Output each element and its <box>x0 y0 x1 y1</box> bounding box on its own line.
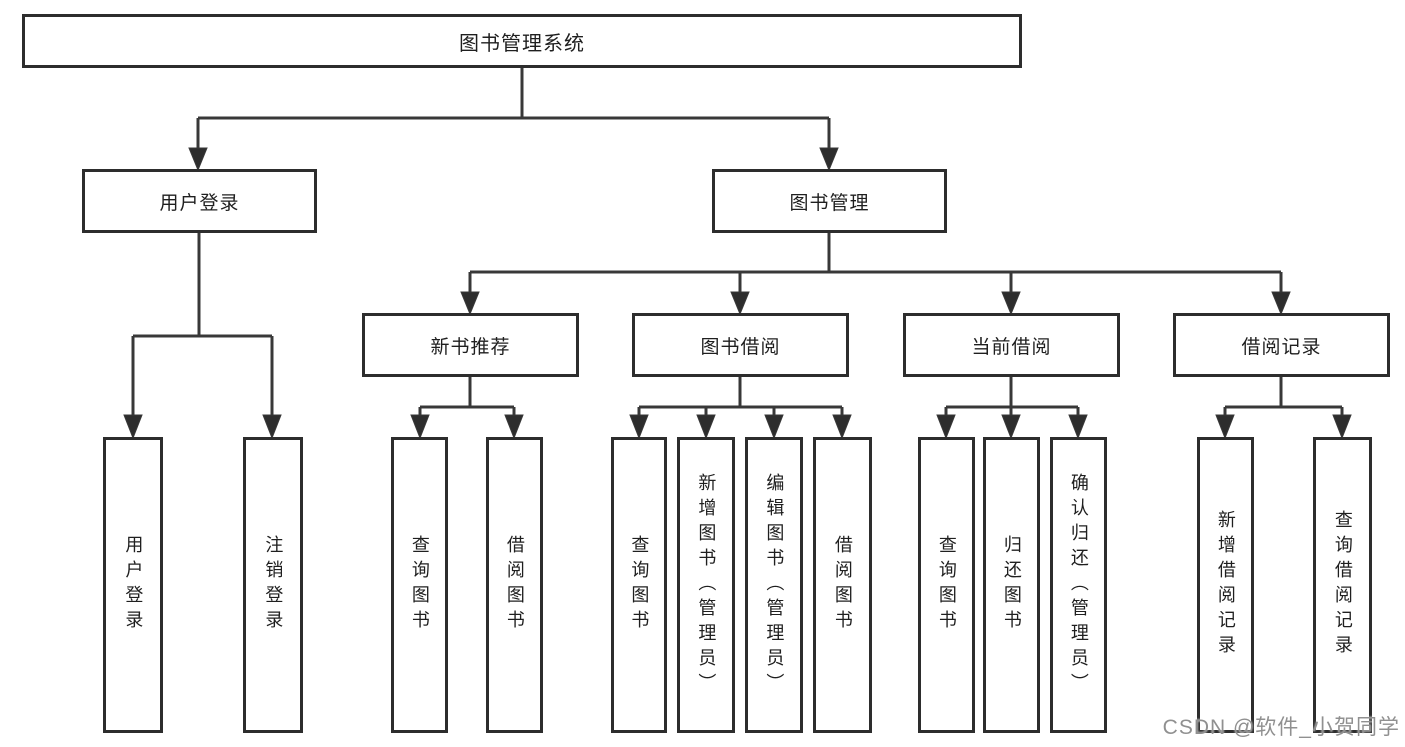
leaf-current-query: 查询图书 <box>918 437 975 733</box>
node-user-login-label: 用户登录 <box>159 192 240 214</box>
connector-records-to-children <box>1223 377 1344 419</box>
arrowhead <box>123 414 143 440</box>
leaf-current-return-label: 归还图书 <box>1001 535 1022 635</box>
leaf-newbooks-query: 查询图书 <box>391 437 448 733</box>
arrowhead <box>504 414 524 440</box>
leaf-logout: 注销登录 <box>243 437 303 733</box>
leaf-records-query-label: 查询借阅记录 <box>1332 510 1353 660</box>
node-root-label: 图书管理系统 <box>459 32 585 55</box>
leaf-logout-label: 注销登录 <box>263 535 284 635</box>
connector-bookmgmt-to-level3 <box>468 233 1283 295</box>
connector-borrow-to-children <box>637 377 844 419</box>
leaf-current-return: 归还图书 <box>983 437 1040 733</box>
arrowhead <box>262 414 282 440</box>
leaf-records-add: 新增借阅记录 <box>1197 437 1254 733</box>
leaf-current-query-label: 查询图书 <box>936 535 957 635</box>
node-book-management-label: 图书管理 <box>789 192 870 214</box>
leaf-user-login-label: 用户登录 <box>123 535 144 635</box>
connector-newbooks-to-children <box>418 377 516 419</box>
arrowhead <box>819 147 839 172</box>
arrowhead <box>832 414 852 440</box>
leaf-borrow-query: 查询图书 <box>611 437 667 733</box>
node-borrow-records-label: 借阅记录 <box>1241 336 1322 358</box>
leaf-borrow-borrow-book: 借阅图书 <box>813 437 872 733</box>
arrowhead <box>1271 291 1291 316</box>
leaf-borrow-borrow-book-label: 借阅图书 <box>832 535 853 635</box>
arrowhead <box>936 414 956 440</box>
arrowheads <box>123 147 1352 440</box>
leaf-records-query: 查询借阅记录 <box>1313 437 1372 733</box>
watermark: CSDN @软件_小贺同学 <box>1162 716 1400 739</box>
node-book-borrow: 图书借阅 <box>632 313 849 377</box>
node-new-book-recommend-label: 新书推荐 <box>430 336 511 358</box>
leaf-borrow-edit-book-label: 编辑图书（管理员） <box>764 472 785 698</box>
arrowhead <box>1068 414 1088 440</box>
leaf-borrow-edit-book: 编辑图书（管理员） <box>745 437 803 733</box>
arrowhead <box>1001 414 1021 440</box>
leaf-user-login: 用户登录 <box>103 437 163 733</box>
arrowhead <box>460 291 480 316</box>
connector-userlogin-to-children <box>131 233 274 418</box>
node-root: 图书管理系统 <box>22 14 1022 68</box>
node-current-borrow-label: 当前借阅 <box>971 336 1052 358</box>
node-book-management: 图书管理 <box>712 169 947 233</box>
node-borrow-records: 借阅记录 <box>1173 313 1390 377</box>
leaf-borrow-query-label: 查询图书 <box>629 535 650 635</box>
leaf-borrow-add-book-label: 新增图书（管理员） <box>696 472 717 698</box>
arrowhead <box>764 414 784 440</box>
leaf-current-confirm-return: 确认归还（管理员） <box>1050 437 1107 733</box>
arrowhead <box>1332 414 1352 440</box>
connector-root-to-level2 <box>196 68 831 150</box>
arrowhead <box>1001 291 1021 316</box>
arrowhead <box>1215 414 1235 440</box>
node-user-login: 用户登录 <box>82 169 317 233</box>
leaf-newbooks-query-label: 查询图书 <box>409 535 430 635</box>
node-book-borrow-label: 图书借阅 <box>700 336 781 358</box>
leaf-newbooks-borrow-label: 借阅图书 <box>504 535 525 635</box>
node-new-book-recommend: 新书推荐 <box>362 313 579 377</box>
arrowhead <box>188 147 208 172</box>
leaf-current-confirm-return-label: 确认归还（管理员） <box>1068 472 1089 698</box>
arrowhead <box>696 414 716 440</box>
arrowhead <box>730 291 750 316</box>
node-current-borrow: 当前借阅 <box>903 313 1120 377</box>
leaf-borrow-add-book: 新增图书（管理员） <box>677 437 735 733</box>
arrowhead <box>629 414 649 440</box>
arrowhead <box>410 414 430 440</box>
leaf-newbooks-borrow: 借阅图书 <box>486 437 543 733</box>
leaf-records-add-label: 新增借阅记录 <box>1215 510 1236 660</box>
connector-current-to-children <box>944 377 1080 419</box>
